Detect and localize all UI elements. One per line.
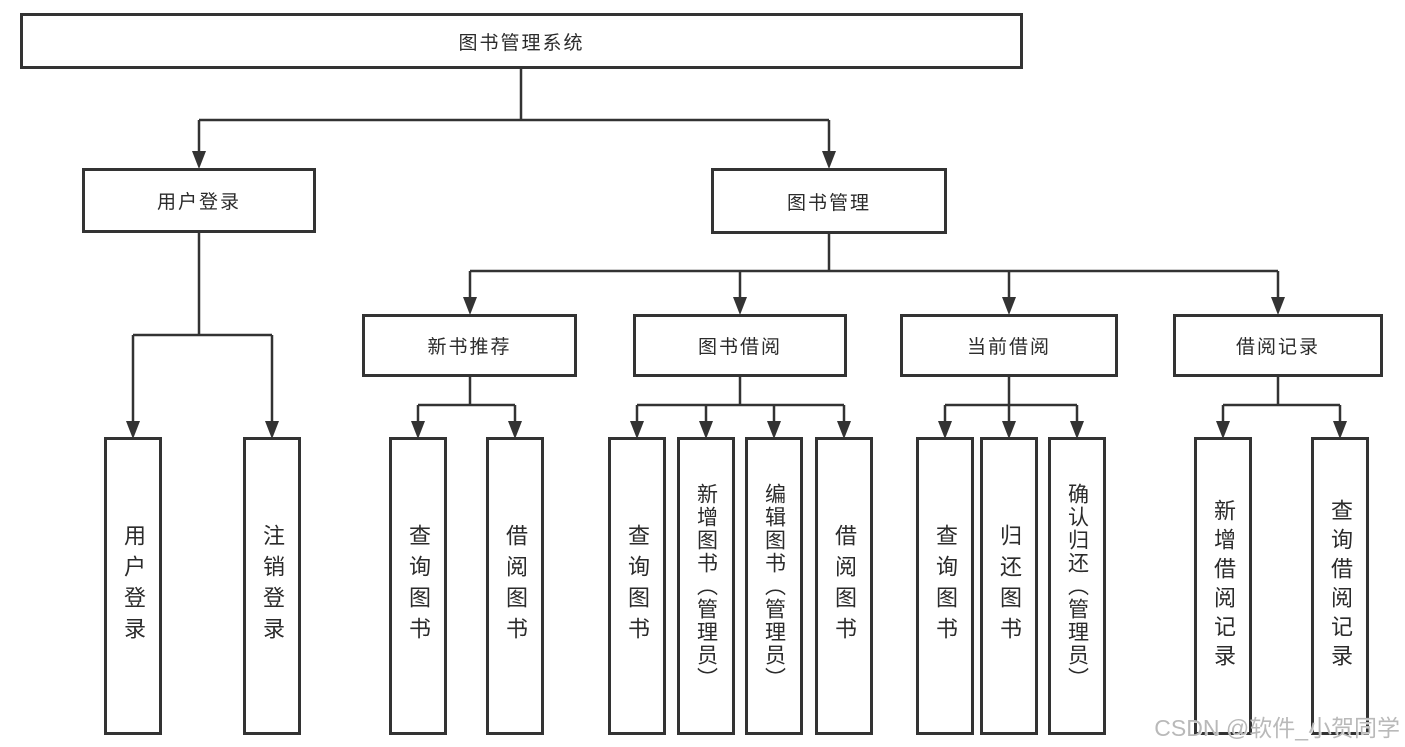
arrowhead — [1002, 297, 1016, 315]
leaf-label: 查询图书 — [933, 524, 958, 648]
arrowhead — [699, 421, 713, 439]
leaf-label: 编辑图书（管理员） — [762, 482, 786, 690]
arrowhead — [733, 297, 747, 315]
leaf-label: 借阅图书 — [832, 524, 857, 648]
leaf-label: 查询图书 — [406, 524, 431, 648]
node-borrow-records: 借阅记录 — [1173, 314, 1383, 377]
arrowhead — [192, 151, 206, 169]
node-label: 借阅记录 — [1235, 337, 1320, 358]
arrowhead — [463, 297, 477, 315]
leaf-query-books-current: 查询图书 — [916, 437, 974, 735]
arrowhead — [1333, 421, 1347, 439]
node-label: 当前借阅 — [966, 337, 1051, 358]
leaf-label: 注销登录 — [260, 524, 285, 648]
leaf-return-books: 归还图书 — [980, 437, 1038, 735]
arrowhead — [837, 421, 851, 439]
node-label: 用户登录 — [156, 192, 241, 213]
leaf-label: 新增借阅记录 — [1211, 499, 1236, 673]
leaf-label: 用户登录 — [121, 524, 146, 648]
node-root: 图书管理系统 — [20, 13, 1023, 69]
leaf-borrow-books-recommend: 借阅图书 — [486, 437, 544, 735]
arrowhead — [938, 421, 952, 439]
leaf-query-borrow-record: 查询借阅记录 — [1311, 437, 1369, 735]
leaf-add-borrow-record: 新增借阅记录 — [1194, 437, 1252, 735]
arrowhead — [1216, 421, 1230, 439]
leaf-label: 新增图书（管理员） — [694, 482, 718, 690]
node-book-borrow: 图书借阅 — [633, 314, 847, 377]
arrowhead — [1002, 421, 1016, 439]
leaf-label: 借阅图书 — [503, 524, 528, 648]
leaf-logout: 注销登录 — [243, 437, 301, 735]
node-book-management: 图书管理 — [711, 168, 947, 234]
leaf-label: 查询图书 — [625, 524, 650, 648]
arrowhead — [411, 421, 425, 439]
leaf-add-book-admin: 新增图书（管理员） — [677, 437, 735, 735]
arrowhead — [630, 421, 644, 439]
leaf-query-books-recommend: 查询图书 — [389, 437, 447, 735]
node-label: 新书推荐 — [427, 337, 512, 358]
node-new-book-recommend: 新书推荐 — [362, 314, 577, 377]
node-label: 图书管理 — [786, 192, 871, 214]
node-current-borrow: 当前借阅 — [900, 314, 1118, 377]
arrowhead — [767, 421, 781, 439]
arrowhead — [126, 421, 140, 439]
leaf-label: 归还图书 — [997, 524, 1022, 648]
arrowhead — [265, 421, 279, 439]
leaf-label: 确认归还（管理员） — [1065, 482, 1089, 690]
arrowhead — [822, 151, 836, 169]
node-user-login-group: 用户登录 — [82, 168, 316, 233]
arrowhead — [1271, 297, 1285, 315]
leaf-query-books-borrow: 查询图书 — [608, 437, 666, 735]
leaf-label: 查询借阅记录 — [1328, 499, 1353, 673]
node-label: 图书借阅 — [697, 337, 782, 358]
leaf-borrow-books-2: 借阅图书 — [815, 437, 873, 735]
arrowhead — [508, 421, 522, 439]
node-root-label: 图书管理系统 — [458, 32, 585, 54]
leaf-user-login: 用户登录 — [104, 437, 162, 735]
arrowhead — [1070, 421, 1084, 439]
leaf-confirm-return-admin: 确认归还（管理员） — [1048, 437, 1106, 735]
watermark-text: CSDN @软件_小贺同学 — [1154, 715, 1400, 741]
leaf-edit-book-admin: 编辑图书（管理员） — [745, 437, 803, 735]
